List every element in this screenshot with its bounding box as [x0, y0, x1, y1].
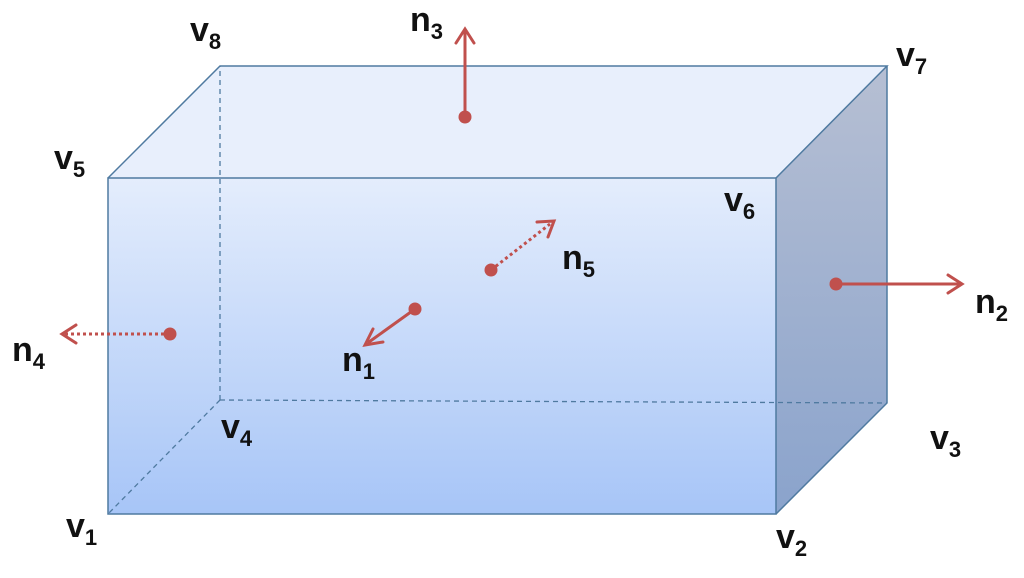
vertex-label-v4: v4 [221, 408, 253, 451]
vertex-label-v8: v8 [190, 11, 222, 54]
normal-label-n3: n3 [410, 1, 444, 44]
normal-label-n1: n1 [342, 341, 376, 384]
normal-label-n2: n2 [975, 283, 1009, 326]
normal-n3-origin [458, 110, 472, 124]
vertex-label-v5: v5 [54, 139, 86, 182]
normal-n2-origin [829, 277, 843, 291]
normal-n1-origin [408, 302, 422, 316]
vertex-label-v6: v6 [724, 181, 756, 224]
normal-n5-arrowhead [535, 219, 557, 239]
side-edges [775, 66, 888, 515]
normal-n2-arrowhead [946, 273, 965, 295]
hidden-edge-v4-v3 [219, 399, 888, 404]
normal-n3-arrowhead [454, 26, 476, 45]
normal-n1-arrowhead [362, 327, 385, 347]
vertex-label-v1: v1 [66, 507, 98, 550]
top-edges [107, 65, 889, 179]
normal-n5-origin [484, 263, 498, 277]
normal-label-n4: n4 [12, 331, 46, 374]
normal-n1-arrow [367, 307, 417, 344]
hidden-edges [107, 66, 888, 515]
normal-origins [163, 110, 843, 341]
normal-n4-arrowhead [59, 323, 78, 345]
vertex-label-v3: v3 [930, 419, 962, 462]
top-face [108, 66, 887, 178]
front-face [108, 178, 776, 514]
visible-edges [107, 65, 889, 515]
vertex-label-v2: v2 [776, 518, 808, 561]
normal-n4-origin [163, 327, 177, 341]
right-face [776, 66, 887, 514]
vertex-label-v7: v7 [896, 36, 928, 79]
normal-label-n5: n5 [562, 239, 596, 282]
normal-arrows [59, 26, 965, 347]
normal-n5-arrow [490, 222, 551, 272]
